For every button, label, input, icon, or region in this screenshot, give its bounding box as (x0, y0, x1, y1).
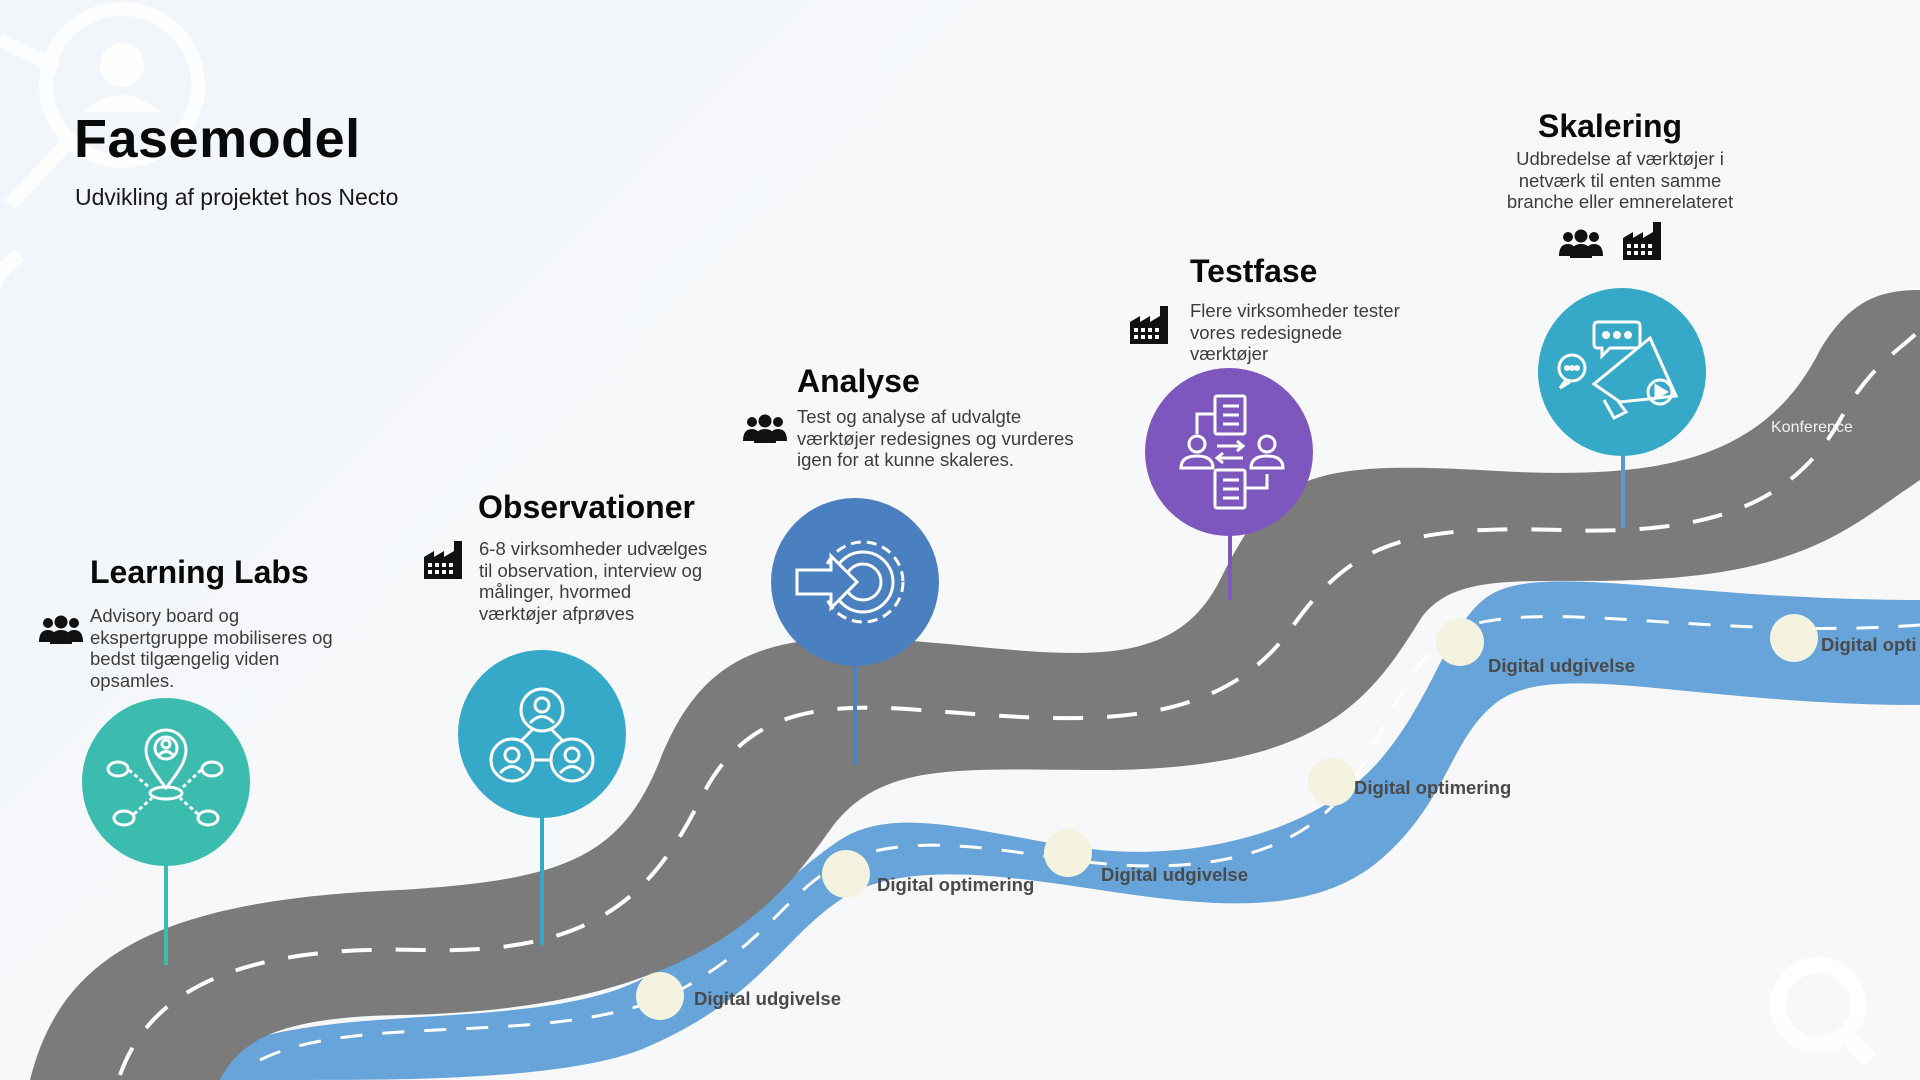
desc-line: opsamles. (90, 669, 175, 691)
phase-title-observationer: Observationer (478, 489, 695, 525)
people-icon (743, 414, 787, 443)
desc-line: til observation, interview og (479, 559, 703, 581)
phase-circle-testfase (1145, 368, 1313, 536)
page-title: Fasemodel (74, 109, 361, 169)
decorative-rings (0, 2, 205, 290)
page-subtitle: Udvikling af projektet hos Necto (75, 184, 399, 210)
phase-title-testfase: Testfase (1190, 253, 1318, 289)
milestone-label-faint: Konference (1771, 419, 1853, 436)
phase-circle-observationer (458, 650, 626, 818)
river (180, 581, 1920, 1080)
person-watermark-icon (84, 43, 160, 112)
desc-line: ekspertgruppe mobiliseres og (90, 626, 333, 648)
phase-desc-skalering: Udbredelse af værktøjer i netværk til en… (1470, 148, 1770, 213)
milestone-label: Digital optimering (1354, 777, 1512, 798)
milestone-label: Digital optimering (877, 874, 1035, 895)
milestone-dot (636, 972, 684, 1020)
location-network-icon (106, 728, 224, 827)
desc-line: 6-8 virksomheder udvælges (479, 538, 708, 559)
desc-line: Advisory board og (90, 605, 240, 626)
desc-line: værktøjer (1190, 343, 1269, 364)
desc-line: Udbredelse af værktøjer i (1516, 148, 1724, 169)
desc-line: bedst tilgængelig viden (90, 648, 280, 669)
milestone-label: Digital udgivelse (694, 988, 842, 1009)
desc-line: netværk til enten samme (1518, 169, 1722, 191)
milestone-dot (822, 850, 870, 898)
phase-circle-skalering (1538, 288, 1706, 456)
milestone-dot (1308, 758, 1356, 806)
phase-stems (164, 455, 1625, 965)
road (30, 290, 1920, 1080)
people-icon (39, 615, 83, 644)
team-icon (489, 687, 595, 783)
milestone-dot (1436, 618, 1484, 666)
phase-title-learning-labs: Learning Labs (90, 554, 309, 590)
phase-circle-learning-labs (82, 698, 250, 866)
desc-line: vores redesignede (1190, 321, 1343, 343)
factory-icon (424, 541, 462, 579)
desc-line: branche eller emnerelateret (1506, 191, 1734, 212)
factory-icon (1130, 306, 1168, 344)
factory-icon (1623, 222, 1661, 260)
desc-line: værktøjer afprøves (479, 602, 635, 624)
phase-desc-analyse: Test og analyse af udvalgte værktøjer re… (797, 406, 1127, 471)
desc-line: igen for at kunne skaleres. (797, 449, 1014, 470)
phase-title-skalering: Skalering (1537, 108, 1683, 144)
phase-title-analyse: Analyse (797, 363, 920, 399)
logo-watermark-icon (1770, 957, 1876, 1066)
milestone-label: Digital udgivelse (1101, 864, 1249, 885)
milestone-label: Digital opti (1821, 634, 1917, 655)
people-icon (1559, 229, 1603, 258)
phase-desc-testfase: Flere virksomheder tester vores redesign… (1190, 300, 1450, 365)
milestone-label: Digital udgivelse (1488, 655, 1636, 676)
megaphone-icon (1557, 320, 1679, 420)
milestone-dot (1770, 614, 1818, 662)
phase-desc-observationer: 6-8 virksomheder udvælges til observatio… (479, 538, 769, 624)
phase-desc-learning-labs: Advisory board og ekspertgruppe mobilise… (90, 605, 390, 691)
desc-line: værktøjer redesignes og vurderes (797, 427, 1074, 449)
milestone-dot (1044, 829, 1092, 877)
phase-circle-analyse (771, 498, 939, 666)
checklist-exchange-icon (1179, 394, 1285, 510)
desc-line: målinger, hvormed (479, 581, 632, 602)
road-dashes (118, 328, 1920, 1076)
desc-line: Flere virksomheder tester (1190, 300, 1400, 321)
desc-line: Test og analyse af udvalgte (797, 406, 1022, 427)
gear-arrow-icon (795, 540, 905, 624)
